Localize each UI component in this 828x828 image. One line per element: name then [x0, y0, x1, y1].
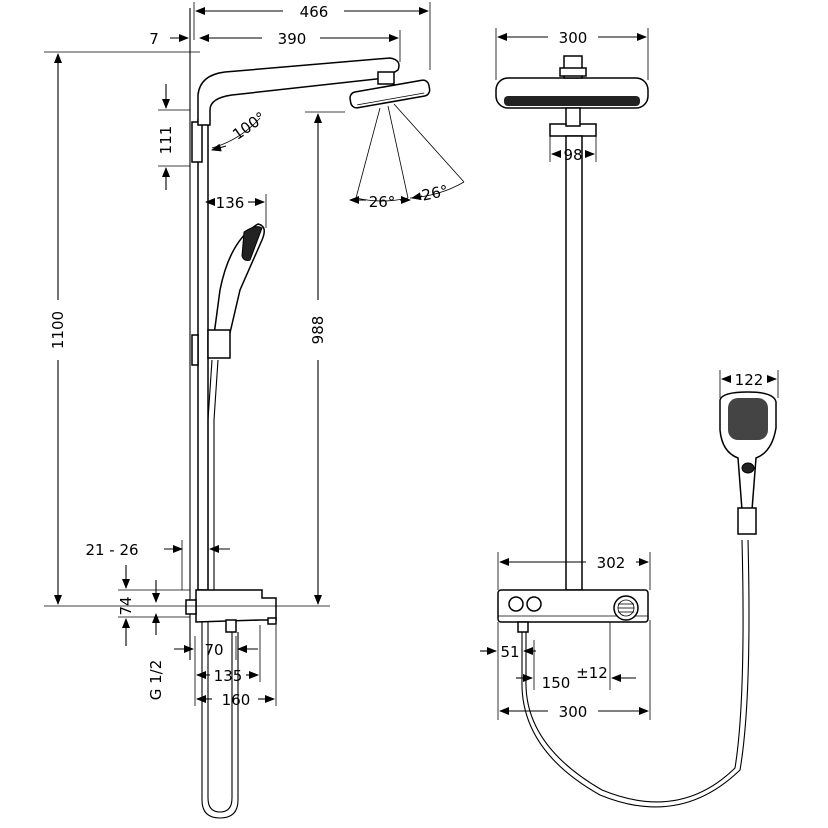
overhead-shower-side [349, 79, 431, 109]
hose-side [207, 359, 213, 590]
dim-height-total: 1100 [49, 311, 67, 349]
dim-head-angle: 100° [229, 108, 269, 143]
supply-pipe [201, 622, 239, 819]
dim-thermostat-height: 74 [117, 596, 135, 615]
dim-outlet-depth: 70 [204, 641, 223, 659]
riser-pipe [197, 119, 209, 591]
dim-spray-angle-right: 26° [420, 182, 450, 205]
dim-outlet-offset: 51 [500, 643, 519, 661]
hand-shower-side [207, 223, 265, 359]
dim-hand-offset: 136 [216, 194, 245, 212]
dim-connection-spacing: 150 [542, 674, 571, 692]
hand-shower-front [719, 391, 777, 535]
wall-bracket-top [191, 121, 203, 163]
dim-head-neck: 98 [563, 146, 582, 164]
dim-depth-mid: 135 [214, 667, 243, 685]
dim-spray-angle-left: 26° [369, 193, 396, 211]
dim-wall-offset: 7 [149, 30, 159, 48]
wall-bracket-mid [191, 334, 199, 366]
dim-thermostat-width: 302 [597, 554, 626, 572]
nozzle-row [504, 96, 640, 106]
dim-bracket-height: 111 [157, 126, 175, 155]
dim-total-width: 466 [300, 3, 329, 21]
dim-base-width: 300 [559, 703, 588, 721]
dim-arm-length: 390 [278, 30, 307, 48]
front-view: 300 98 302 51 150 ±12 300 122 [480, 28, 779, 808]
dim-height-head: 988 [309, 316, 327, 345]
hose-front [521, 539, 750, 808]
riser-front [565, 135, 583, 591]
dim-handshower-width: 122 [735, 371, 764, 389]
dim-head-width: 300 [559, 29, 588, 47]
side-view: 466 7 390 1100 988 111 100° 26° 26° [44, 2, 465, 819]
head-neck [377, 71, 395, 85]
thermostat-side [185, 589, 277, 633]
dim-bracket-range: 21 - 26 [85, 541, 138, 559]
thermostat-front [497, 589, 649, 633]
dim-connection-tolerance: ±12 [576, 664, 608, 682]
dim-depth-total: 160 [222, 691, 251, 709]
shower-arm [197, 57, 400, 126]
dim-connection: G 1/2 [147, 660, 165, 701]
